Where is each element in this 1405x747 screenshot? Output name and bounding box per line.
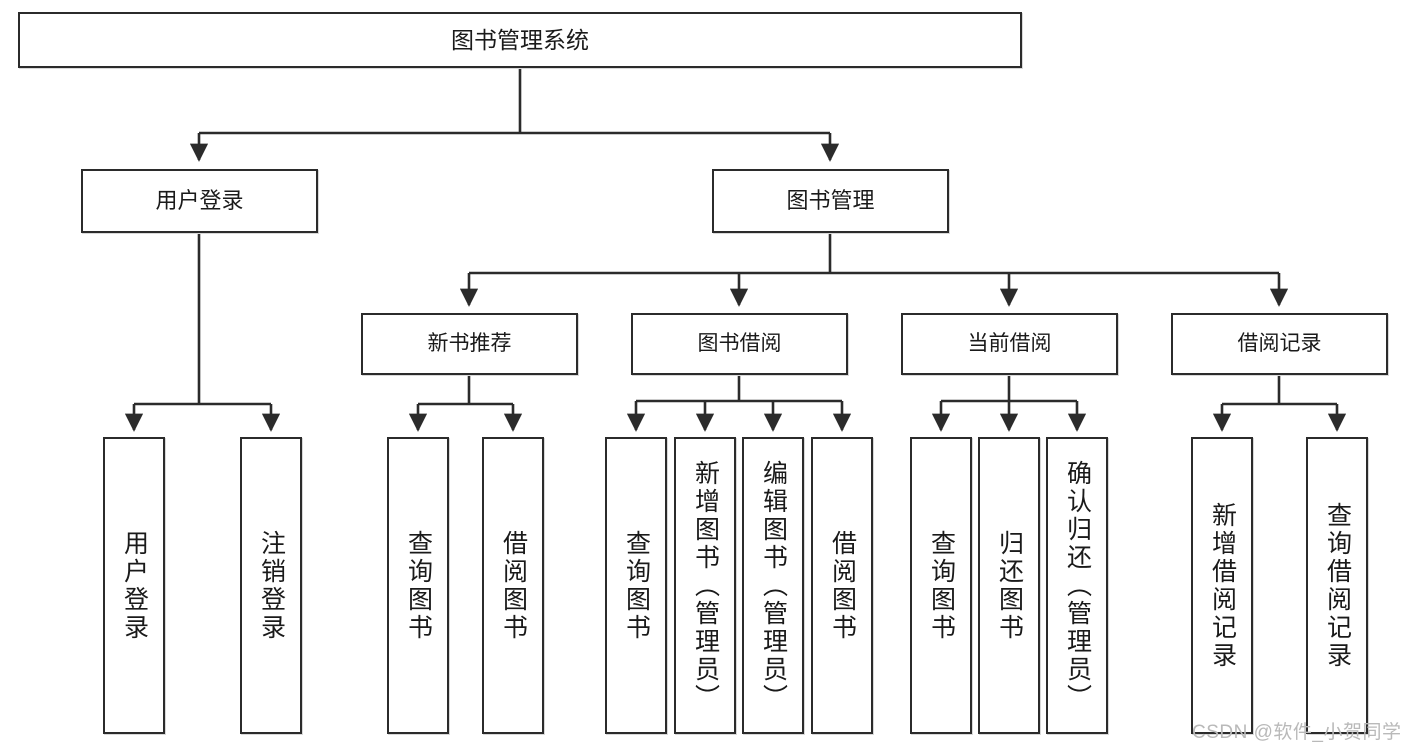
node-new-book-recommend[interactable]: 新书推荐 [361,313,578,375]
leaf-query-borrow-record-label: 查询借阅记录 [1323,501,1352,670]
leaf-add-book[interactable]: 新增图书（管理员） [674,437,736,734]
csdn-watermark: CSDN @软件_小贺同学 [1192,722,1402,743]
leaf-borrow-book-2[interactable]: 借阅图书 [811,437,873,734]
leaf-borrow-book-1[interactable]: 借阅图书 [482,437,544,734]
leaf-query-book-3[interactable]: 查询图书 [910,437,972,734]
leaf-query-book-3-label: 查询图书 [927,529,956,642]
leaf-logout-login[interactable]: 注销登录 [240,437,302,734]
node-borrow-record[interactable]: 借阅记录 [1171,313,1388,375]
leaf-query-book-1[interactable]: 查询图书 [387,437,449,734]
leaf-add-borrow-record-label: 新增借阅记录 [1208,501,1237,670]
leaf-borrow-book-1-label: 借阅图书 [499,529,528,642]
node-new-book-recommend-label: 新书推荐 [427,331,512,355]
leaf-add-book-label: 新增图书（管理员） [691,459,720,712]
leaf-edit-book-label: 编辑图书（管理员） [759,459,788,712]
leaf-confirm-return[interactable]: 确认归还（管理员） [1046,437,1108,734]
node-current-borrow-label: 当前借阅 [967,331,1052,355]
leaf-return-book[interactable]: 归还图书 [978,437,1040,734]
leaf-query-book-2-label: 查询图书 [622,529,651,642]
leaf-user-login-label: 用户登录 [120,529,149,642]
node-book-borrow[interactable]: 图书借阅 [631,313,848,375]
leaf-logout-login-label: 注销登录 [257,529,286,642]
leaf-borrow-book-2-label: 借阅图书 [828,529,857,642]
node-user-login-label: 用户登录 [155,188,244,214]
leaf-query-book-2[interactable]: 查询图书 [605,437,667,734]
leaf-return-book-label: 归还图书 [995,529,1024,642]
leaf-edit-book[interactable]: 编辑图书（管理员） [742,437,804,734]
node-book-borrow-label: 图书借阅 [697,331,782,355]
leaf-user-login[interactable]: 用户登录 [103,437,165,734]
node-current-borrow[interactable]: 当前借阅 [901,313,1118,375]
node-borrow-record-label: 借阅记录 [1237,331,1322,355]
leaf-query-borrow-record[interactable]: 查询借阅记录 [1306,437,1368,734]
node-book-manage-label: 图书管理 [786,188,875,214]
node-root[interactable]: 图书管理系统 [18,12,1022,68]
node-book-manage[interactable]: 图书管理 [712,169,949,233]
leaf-add-borrow-record[interactable]: 新增借阅记录 [1191,437,1253,734]
node-user-login[interactable]: 用户登录 [81,169,318,233]
leaf-confirm-return-label: 确认归还（管理员） [1063,459,1092,712]
node-root-label: 图书管理系统 [451,26,589,53]
leaf-query-book-1-label: 查询图书 [404,529,433,642]
